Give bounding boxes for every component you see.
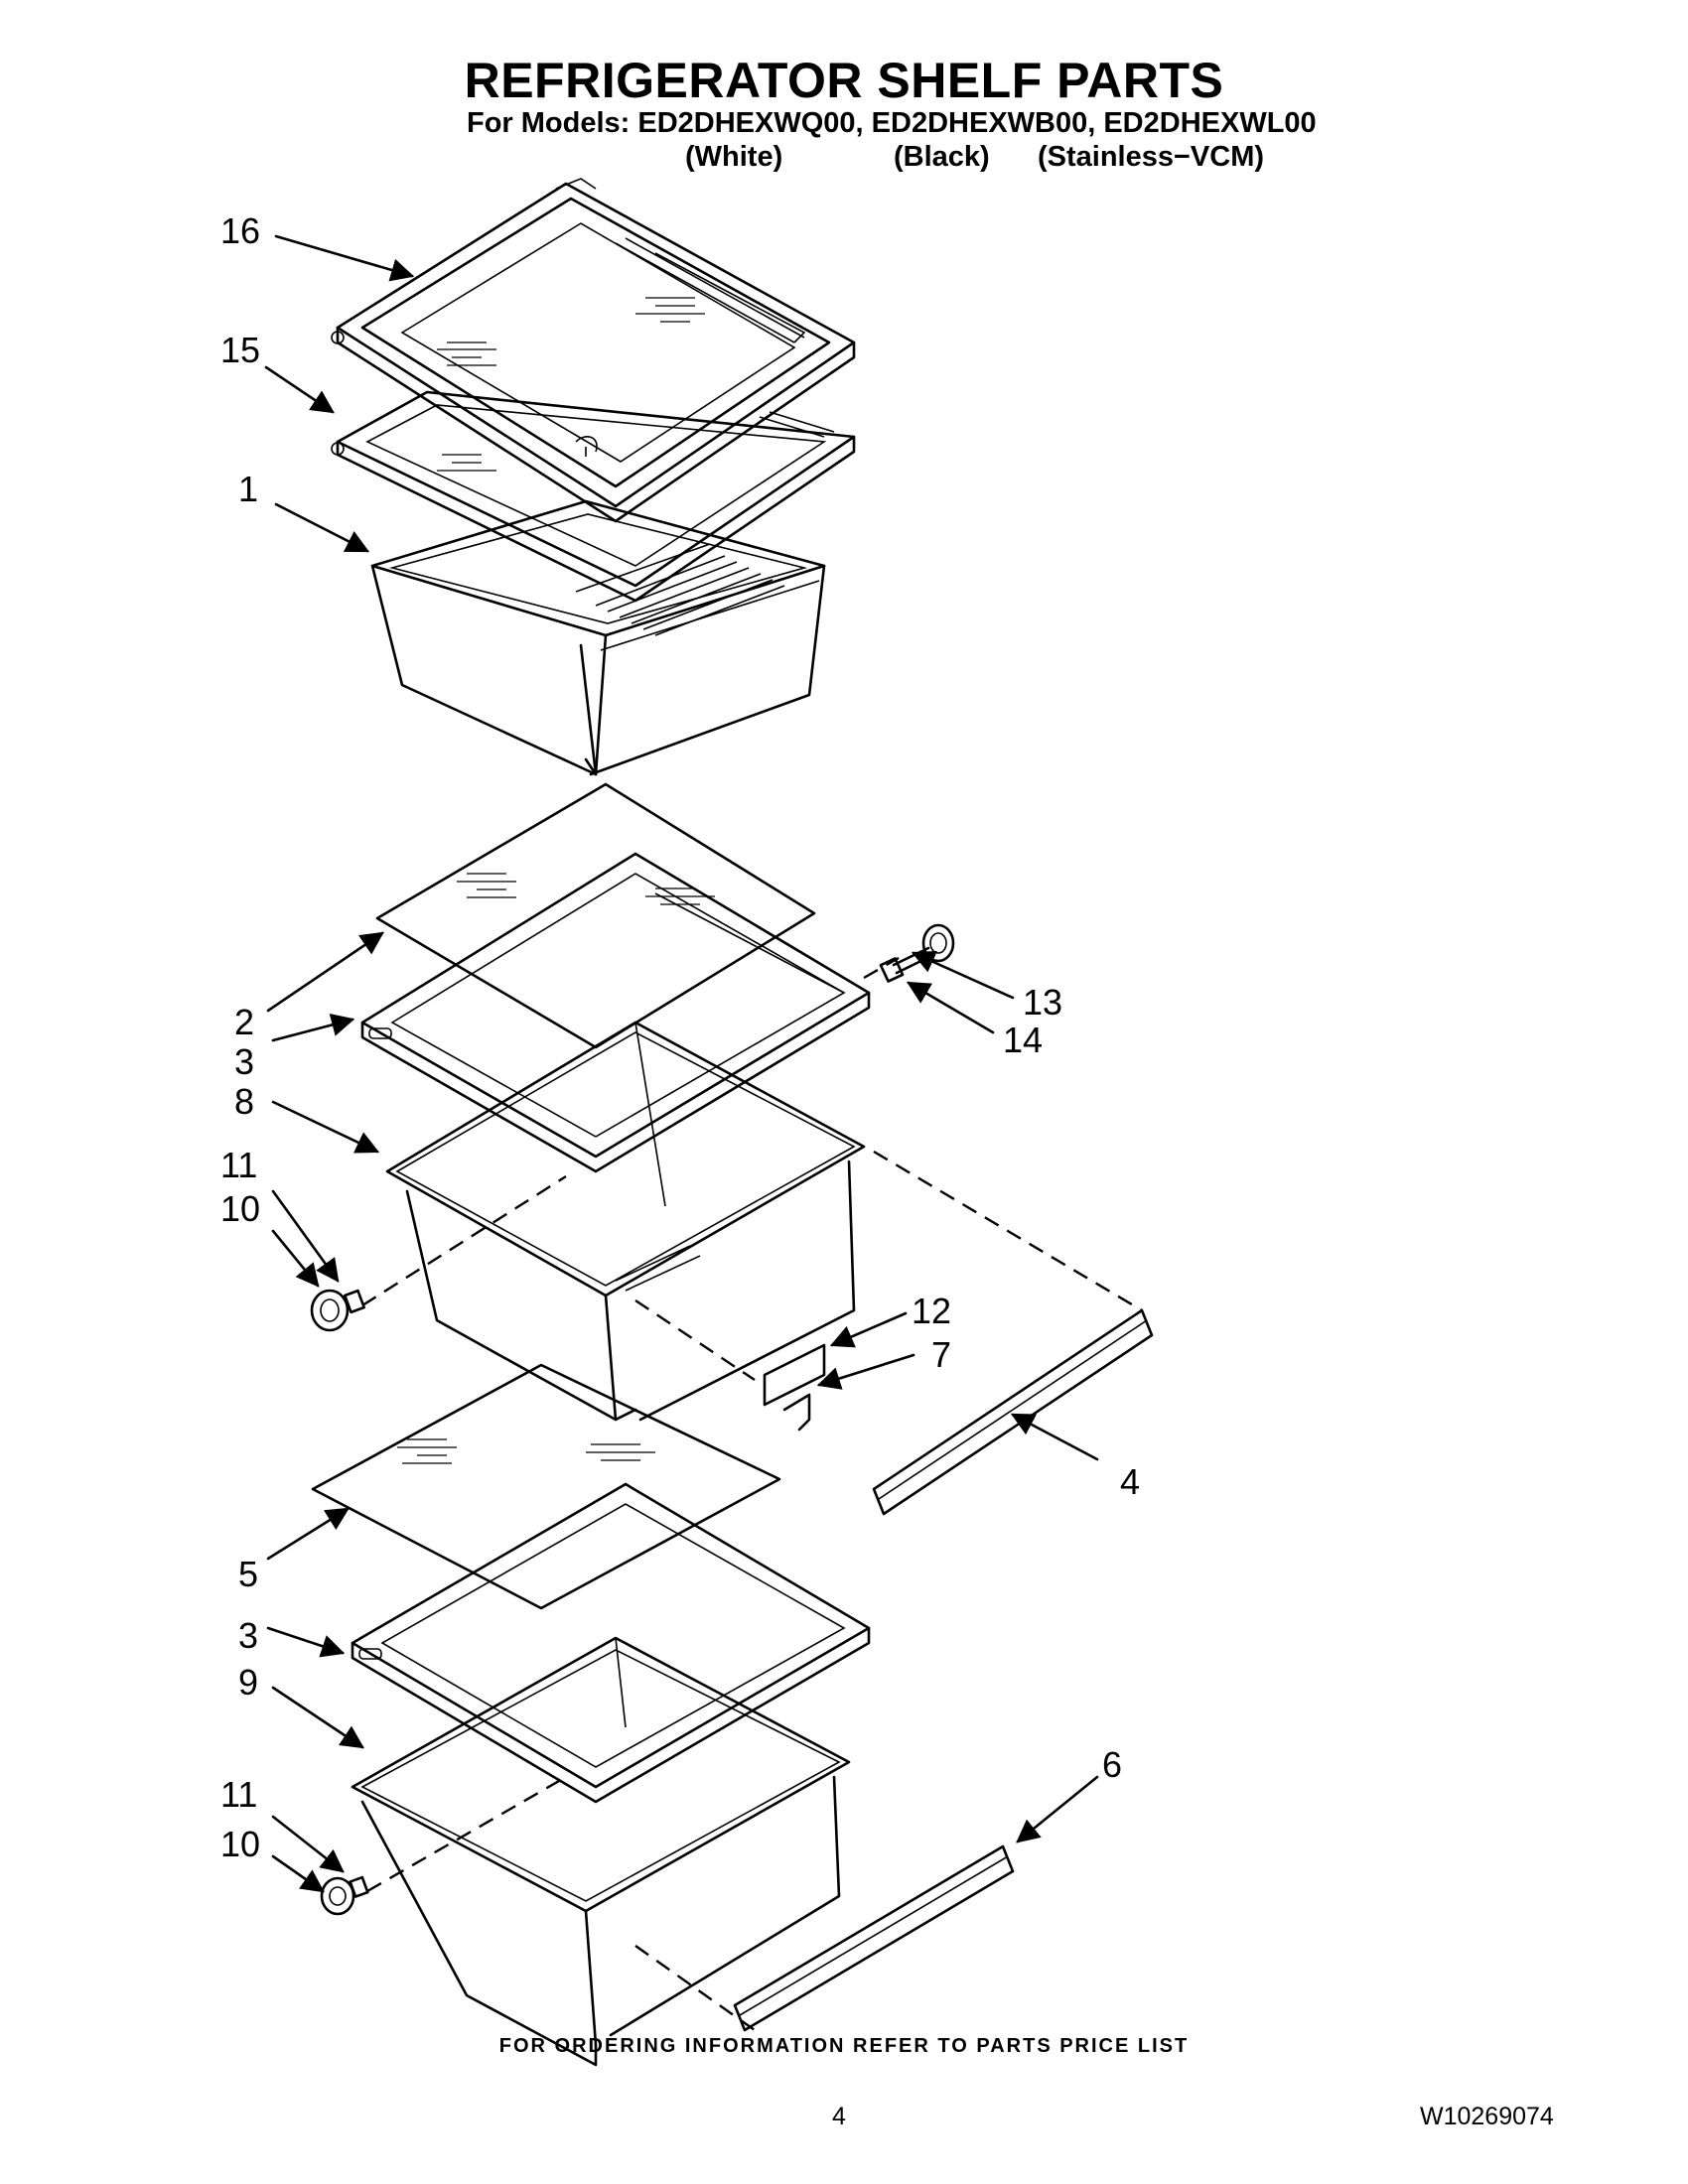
part-15-glass-shelf bbox=[331, 390, 856, 603]
callout-8: 8 bbox=[234, 1081, 254, 1122]
part-2-glass-shelf bbox=[375, 782, 816, 1049]
part-3-upper-frame bbox=[360, 852, 871, 1173]
callout-11b: 11 bbox=[220, 1774, 257, 1815]
callout-labels: 16 15 1 2 3 8 11 10 13 14 12 7 4 5 3 9 1… bbox=[220, 210, 1140, 1864]
callout-4: 4 bbox=[1120, 1461, 1140, 1502]
document-number: W10269074 bbox=[1420, 2103, 1554, 2130]
callout-9: 9 bbox=[238, 1662, 258, 1703]
models-line: For Models: ED2DHEXWQ00, ED2DHEXWB00, ED… bbox=[467, 107, 1317, 139]
callout-7: 7 bbox=[931, 1334, 951, 1375]
page-number: 4 bbox=[832, 2103, 846, 2130]
part-3-lower-frame bbox=[351, 1482, 871, 1804]
callout-1: 1 bbox=[238, 469, 258, 509]
part-12-7-clips bbox=[763, 1343, 826, 1432]
part-10-11-roller-lower bbox=[320, 1875, 369, 1916]
callout-3b: 3 bbox=[238, 1615, 258, 1656]
part-6-trim-strip bbox=[733, 1844, 1015, 2032]
part-4-trim-strip bbox=[872, 1308, 1154, 1516]
callout-15: 15 bbox=[220, 330, 260, 370]
part-8-crisper-pan bbox=[385, 1021, 866, 1422]
callout-16: 16 bbox=[220, 210, 260, 251]
callout-13: 13 bbox=[1023, 982, 1062, 1023]
leader-arrows bbox=[264, 234, 1099, 1893]
callout-11: 11 bbox=[220, 1145, 257, 1185]
variant-white: (White) bbox=[685, 141, 783, 173]
ordering-note: FOR ORDERING INFORMATION REFER TO PARTS … bbox=[498, 2035, 1190, 2057]
callout-10: 10 bbox=[220, 1188, 260, 1229]
callout-2: 2 bbox=[234, 1002, 254, 1042]
part-10-11-roller-upper bbox=[310, 1289, 365, 1332]
part-9-crisper-pan bbox=[351, 1636, 851, 2067]
callout-12: 12 bbox=[912, 1291, 951, 1331]
callout-6: 6 bbox=[1102, 1744, 1122, 1785]
part-16-shelf-frame bbox=[331, 178, 856, 523]
page-title: REFRIGERATOR SHELF PARTS bbox=[464, 53, 1224, 108]
variant-black: (Black) bbox=[894, 141, 990, 173]
part-5-glass-shelf bbox=[311, 1363, 781, 1610]
callout-3: 3 bbox=[234, 1041, 254, 1082]
callout-10b: 10 bbox=[220, 1824, 260, 1864]
callout-5: 5 bbox=[238, 1554, 258, 1594]
part-1-crisper-pan bbox=[370, 499, 826, 776]
variant-stainless: (Stainless−VCM) bbox=[1038, 141, 1265, 173]
callout-14: 14 bbox=[1003, 1020, 1043, 1060]
assembly-dashed-lines bbox=[361, 956, 1143, 2031]
